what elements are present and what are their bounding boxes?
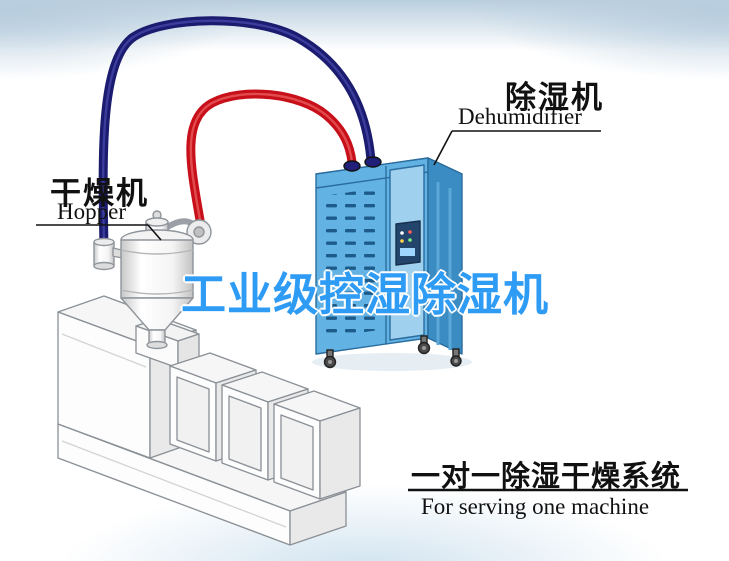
- wheel-hub: [422, 346, 426, 350]
- extruder-base-side: [289, 491, 347, 546]
- dehumidifier-label-en: Dehumidifier: [458, 104, 582, 129]
- dehumidifier-shadow: [312, 353, 472, 371]
- cabinet3-panel: [280, 414, 314, 491]
- hopper-body: [120, 239, 194, 299]
- watermark-text: 工业级控湿除湿机: [181, 269, 550, 320]
- red-pipe-highlight: [189, 92, 354, 234]
- control-button: [408, 230, 412, 234]
- dehumidifier-leader-line: [433, 130, 453, 166]
- blue-hose-port: [364, 156, 382, 168]
- caption-zh: 一对一除湿干燥系统: [411, 461, 682, 493]
- caster-wheels: [323, 335, 462, 369]
- hopper-leader-line: [147, 224, 162, 241]
- dehumidifier-side-face: [427, 157, 463, 355]
- dehumidifier-illustration: [315, 156, 463, 369]
- control-button: [400, 231, 404, 235]
- hopper-ring: [120, 289, 194, 295]
- extruder-illustration: [57, 295, 361, 546]
- caption-en: For serving one machine: [421, 494, 650, 519]
- leader-lines: [36, 130, 688, 492]
- red-hose-port: [343, 160, 361, 172]
- hopper-cap-top: [145, 217, 169, 227]
- cabinet1-panel: [176, 376, 210, 453]
- hopper-label-zh: 干燥机: [50, 176, 149, 211]
- hopper-flange: [146, 340, 168, 350]
- control-display: [400, 248, 415, 256]
- cabinet3-side: [319, 407, 361, 500]
- control-panel: [395, 220, 421, 266]
- wheel-hub: [454, 359, 458, 363]
- wheel-hub: [328, 360, 332, 364]
- cabinet2-panel: [228, 395, 262, 472]
- connection-pipes: [98, 16, 376, 257]
- hopper-ring: [120, 249, 194, 255]
- dehumidifier-label-zh: 除湿机: [505, 80, 604, 115]
- blue-pipe-highlight: [101, 19, 373, 254]
- dehumidifier-vent-grid: [323, 188, 379, 338]
- hopper-label-en: Hopper: [57, 199, 126, 224]
- control-button: [408, 238, 412, 242]
- blower-hub: [193, 226, 205, 238]
- canister-bottom: [93, 261, 115, 271]
- extruder-tower-seam: [61, 333, 147, 368]
- canister-lid: [93, 237, 115, 247]
- hopper-illustration: [93, 210, 212, 350]
- extruder-base-seam: [61, 440, 287, 528]
- control-button: [400, 239, 404, 243]
